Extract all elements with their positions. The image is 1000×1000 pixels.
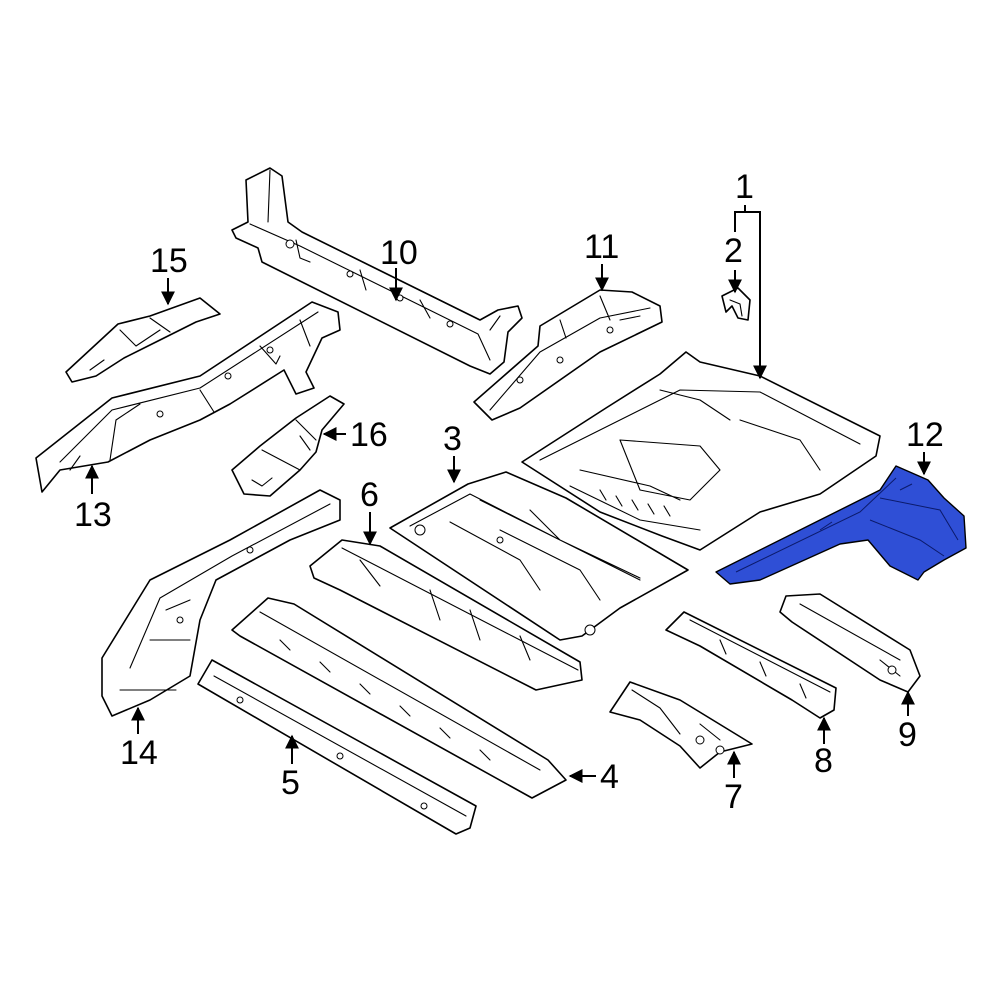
callout-6[interactable]: 6 [360, 476, 379, 514]
part-1-rear-floor-pan[interactable] [521, 351, 881, 551]
callout-11[interactable]: 11 [584, 228, 619, 266]
part-16-gusset[interactable] [231, 395, 345, 497]
part-5-reinforcement[interactable] [197, 659, 477, 835]
part-6-cross-member[interactable] [309, 539, 583, 691]
part-11-rail[interactable] [473, 289, 663, 421]
part-4-sill[interactable] [231, 597, 567, 799]
part-14-side-rail[interactable] [101, 489, 341, 717]
part-13-side-rail[interactable] [35, 301, 341, 493]
part-9-rail[interactable] [779, 593, 921, 693]
callout-labels: 1 2 3 4 5 6 7 8 9 10 11 12 13 14 15 16 [74, 168, 944, 816]
callout-3[interactable]: 3 [443, 420, 462, 458]
callout-9[interactable]: 9 [898, 716, 917, 754]
callout-8[interactable]: 8 [814, 742, 833, 780]
callout-5[interactable]: 5 [281, 764, 300, 802]
part-7-bracket[interactable] [609, 681, 753, 769]
callout-10[interactable]: 10 [380, 234, 418, 272]
callout-14[interactable]: 14 [120, 734, 158, 772]
part-2-clip[interactable] [721, 287, 751, 321]
callout-15[interactable]: 15 [150, 242, 188, 280]
callout-16[interactable]: 16 [350, 416, 388, 454]
part-12-highlighted-panel[interactable] [715, 465, 967, 585]
callout-4[interactable]: 4 [600, 758, 619, 796]
callout-12[interactable]: 12 [906, 416, 944, 454]
callout-2[interactable]: 2 [724, 232, 743, 270]
callout-1[interactable]: 1 [735, 168, 754, 206]
leader-lines [85, 205, 931, 783]
part-8-rail[interactable] [665, 611, 837, 719]
callout-7[interactable]: 7 [724, 778, 743, 816]
part-15-bracket[interactable] [65, 297, 221, 383]
callout-13[interactable]: 13 [74, 496, 112, 534]
part-3-center-floor[interactable] [389, 471, 689, 641]
